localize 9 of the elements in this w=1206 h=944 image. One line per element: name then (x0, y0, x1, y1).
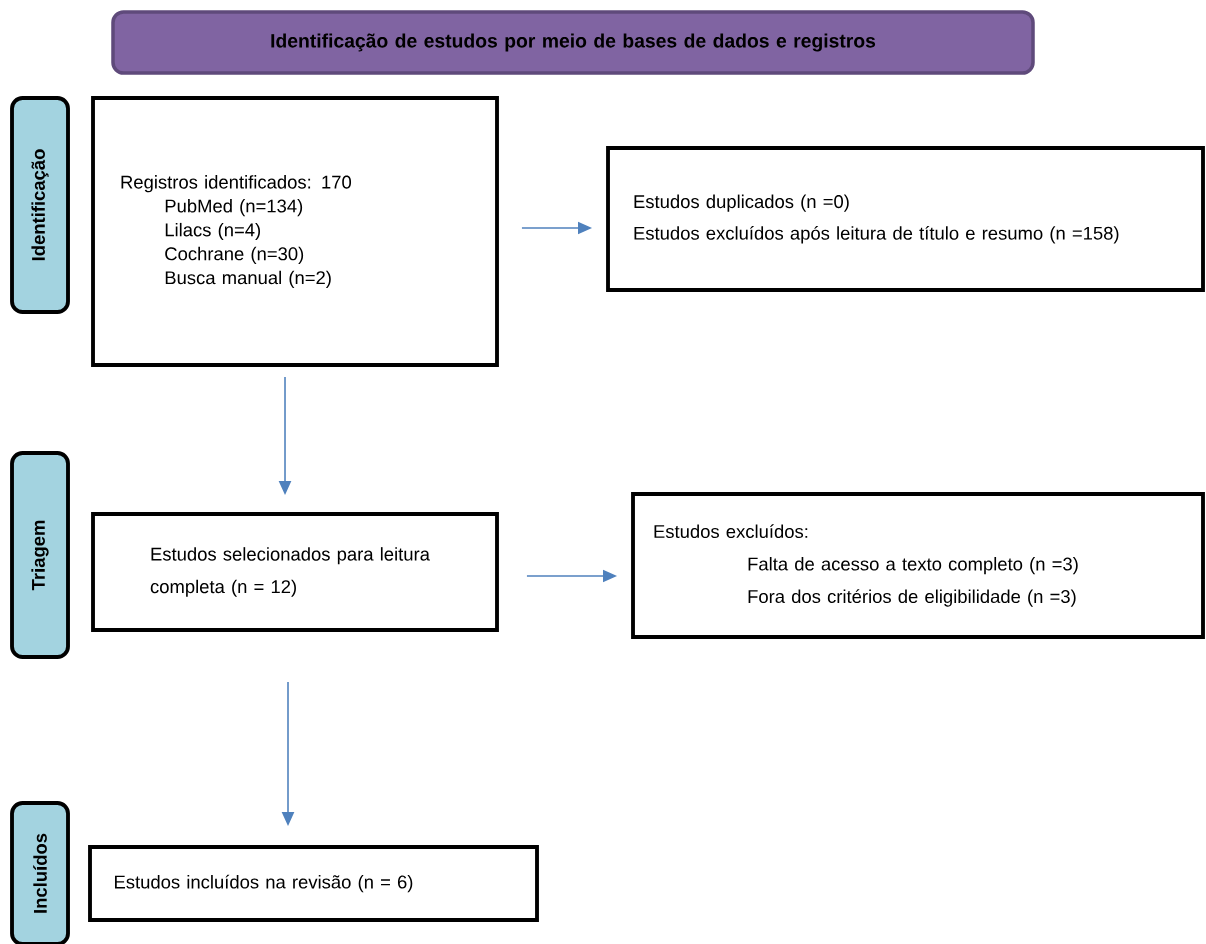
phase-tab: Incluídos (10, 801, 70, 944)
process-box: Estudos excluídos: Falta de acesso a texto completo (n =3) Fora dos critérios de eligibilidade (n =3) (631, 492, 1205, 639)
process-box: Estudos incluídos na revisão (n = 6) (88, 845, 539, 922)
phase-tab: Identificação (10, 96, 70, 314)
header-band: Identificação de estudos por meio de bases de dados e registros (111, 10, 1035, 75)
phase-tab: Triagem (10, 451, 70, 659)
process-box: Estudos selecionados para leitura completa (n = 12) (91, 512, 499, 632)
process-box: Registros identificados: 170 PubMed (n=134) Lilacs (n=4) Cochrane (n=30) Busca manual (n=2) (91, 96, 499, 367)
process-box: Estudos duplicados (n =0) Estudos excluídos após leitura de título e resumo (n =158) (606, 146, 1205, 292)
